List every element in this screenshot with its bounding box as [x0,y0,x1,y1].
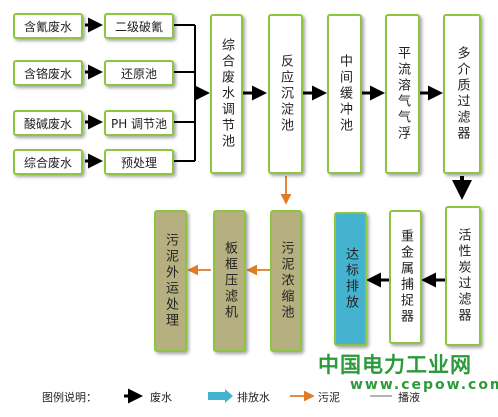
activated-carbon-filter: 活性炭过滤器 [445,206,481,346]
input-source-4: 综合废水 [13,149,83,175]
treatment-4: 预处理 [104,149,174,175]
heavy-metal-catcher-label: 重金属捕捉器 [398,229,413,325]
multimedia-filter-label: 多介质过滤器 [454,46,470,142]
multimedia-filter: 多介质过滤器 [443,14,481,174]
discharge-label: 达标排放 [343,247,358,311]
legend-title: 图例说明： [42,391,97,404]
treatment-2: 还原池 [104,60,174,86]
air-flotation-label: 平流溶气气浮 [395,46,410,142]
treatment-3: PH 调节池 [104,110,174,136]
legend-discharge-label: 排放水 [237,391,270,404]
filter-press-label: 板框压滤机 [222,241,237,321]
regulating-tank-label: 综合废水调节池 [219,38,234,150]
watermark-url: www.cepow.com [350,377,498,393]
reaction-sedimentation-label: 反应沉淀池 [278,54,293,134]
watermark-brand: 中国电力工业网 [318,353,472,377]
legend-dosing-label: 播液 [398,391,420,404]
discharge-box: 达标排放 [334,212,367,346]
input-source-1: 含氰废水 [13,13,83,39]
input-source-3: 酸碱废水 [13,110,83,136]
activated-carbon-label: 活性炭过滤器 [455,228,471,324]
sludge-transport-label: 污泥外运处理 [163,233,178,329]
filter-press: 板框压滤机 [213,210,246,352]
treatment-1: 二级破氰 [104,13,174,39]
legend-sludge-label: 污泥 [318,391,340,404]
sludge-thickener: 污泥浓缩池 [270,210,302,352]
heavy-metal-catcher: 重金属捕捉器 [389,210,422,344]
buffer-tank: 中间缓冲池 [327,14,362,174]
regulating-tank: 综合废水调节池 [210,14,243,174]
input-source-2: 含铬废水 [13,60,83,86]
reaction-sedimentation-tank: 反应沉淀池 [268,14,303,174]
sludge-thickener-label: 污泥浓缩池 [278,241,294,321]
air-flotation: 平流溶气气浮 [385,14,420,174]
buffer-tank-label: 中间缓冲池 [337,54,352,134]
legend-wastewater-label: 废水 [150,391,172,404]
sludge-transport: 污泥外运处理 [154,210,187,352]
legend-discharge-arrow [208,389,233,403]
